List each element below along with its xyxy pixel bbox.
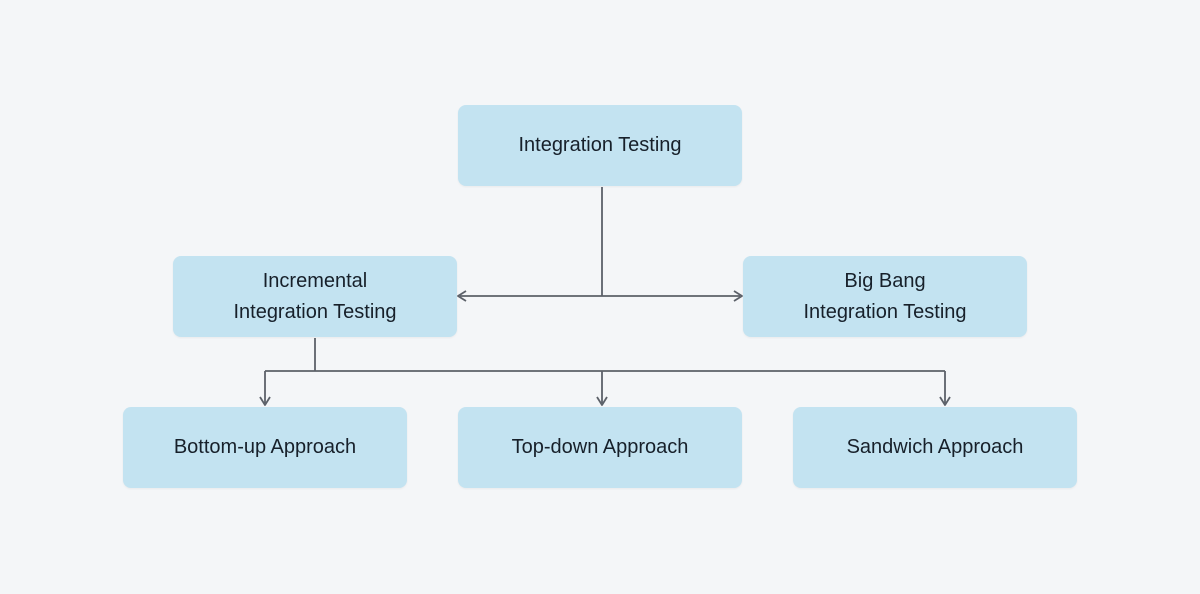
arrowhead-left-icon bbox=[457, 290, 467, 302]
node-bottom-up-approach: Bottom-up Approach bbox=[123, 407, 407, 488]
node-big-bang-integration-testing: Big Bang Integration Testing bbox=[743, 256, 1027, 337]
arrowhead-down-bottomup-icon bbox=[259, 396, 271, 406]
arrowhead-right-icon bbox=[733, 290, 743, 302]
node-incremental-integration-testing: Incremental Integration Testing bbox=[173, 256, 457, 337]
arrowhead-down-sandwich-icon bbox=[939, 396, 951, 406]
node-sandwich-approach: Sandwich Approach bbox=[793, 407, 1077, 488]
node-integration-testing: Integration Testing bbox=[458, 105, 742, 186]
arrowhead-down-topdown-icon bbox=[596, 396, 608, 406]
node-top-down-approach: Top-down Approach bbox=[458, 407, 742, 488]
